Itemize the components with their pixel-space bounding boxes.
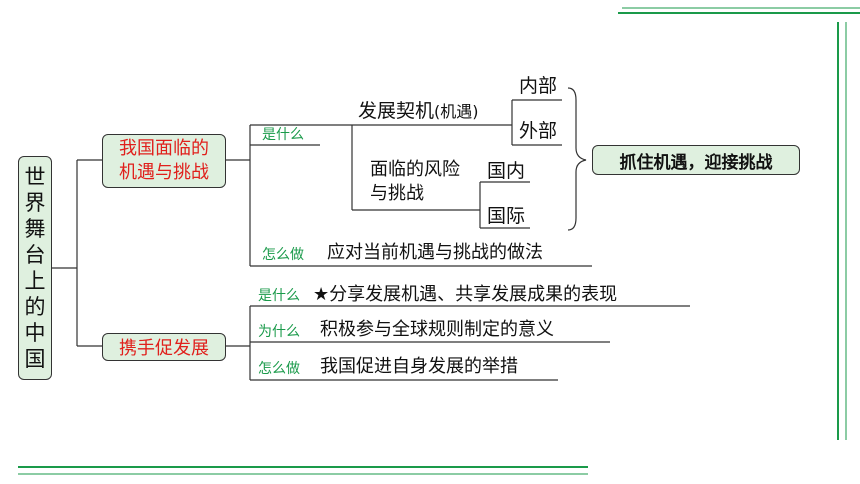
b2-how-label: 怎么做: [258, 361, 300, 377]
root-char: 世: [24, 165, 46, 189]
b2-what-text: ★分享发展机遇、共享发展成果的表现: [313, 284, 618, 305]
external-label: 外部: [519, 120, 558, 142]
branch-opportunities-challenges: 我国面临的 机遇与挑战: [102, 134, 226, 188]
opportunity-paren: (机遇): [434, 102, 479, 121]
how-label: 怎么做: [262, 247, 304, 263]
root-char: 的: [24, 295, 46, 319]
branch1-title-line2: 机遇与挑战: [119, 162, 209, 183]
root-char: 舞: [24, 217, 46, 241]
root-char: 中: [24, 321, 46, 345]
branch-promote-development: 携手促发展: [102, 333, 226, 361]
b2-how-text: 我国促进自身发展的举措: [320, 356, 518, 377]
risk-line2: 与挑战: [370, 183, 424, 204]
opportunity-main: 发展契机: [358, 100, 435, 122]
b2-why-label: 为什么: [258, 324, 300, 340]
international-label: 国际: [487, 205, 526, 227]
root-char: 上: [24, 269, 46, 293]
b2-why-text: 积极参与全球规则制定的意义: [320, 319, 554, 340]
risk-label: 面临的风险 与挑战: [370, 158, 480, 206]
root-char: 界: [24, 191, 46, 215]
how-text: 应对当前机遇与挑战的做法: [327, 242, 543, 263]
risk-line1: 面临的风险: [370, 159, 460, 180]
root-char: 国: [24, 347, 46, 371]
opportunity-label: 发展契机(机遇): [358, 102, 479, 121]
root-node: 世 界 舞 台 上 的 中 国: [18, 156, 52, 380]
domestic-label: 国内: [487, 160, 526, 182]
branch1-title-line1: 我国面临的: [119, 138, 209, 159]
b2-what-label: 是什么: [258, 288, 300, 304]
root-char: 台: [24, 243, 46, 267]
conclusion-box: 抓住机遇，迎接挑战: [592, 145, 800, 175]
internal-label: 内部: [519, 75, 558, 97]
what-label: 是什么: [262, 127, 304, 143]
